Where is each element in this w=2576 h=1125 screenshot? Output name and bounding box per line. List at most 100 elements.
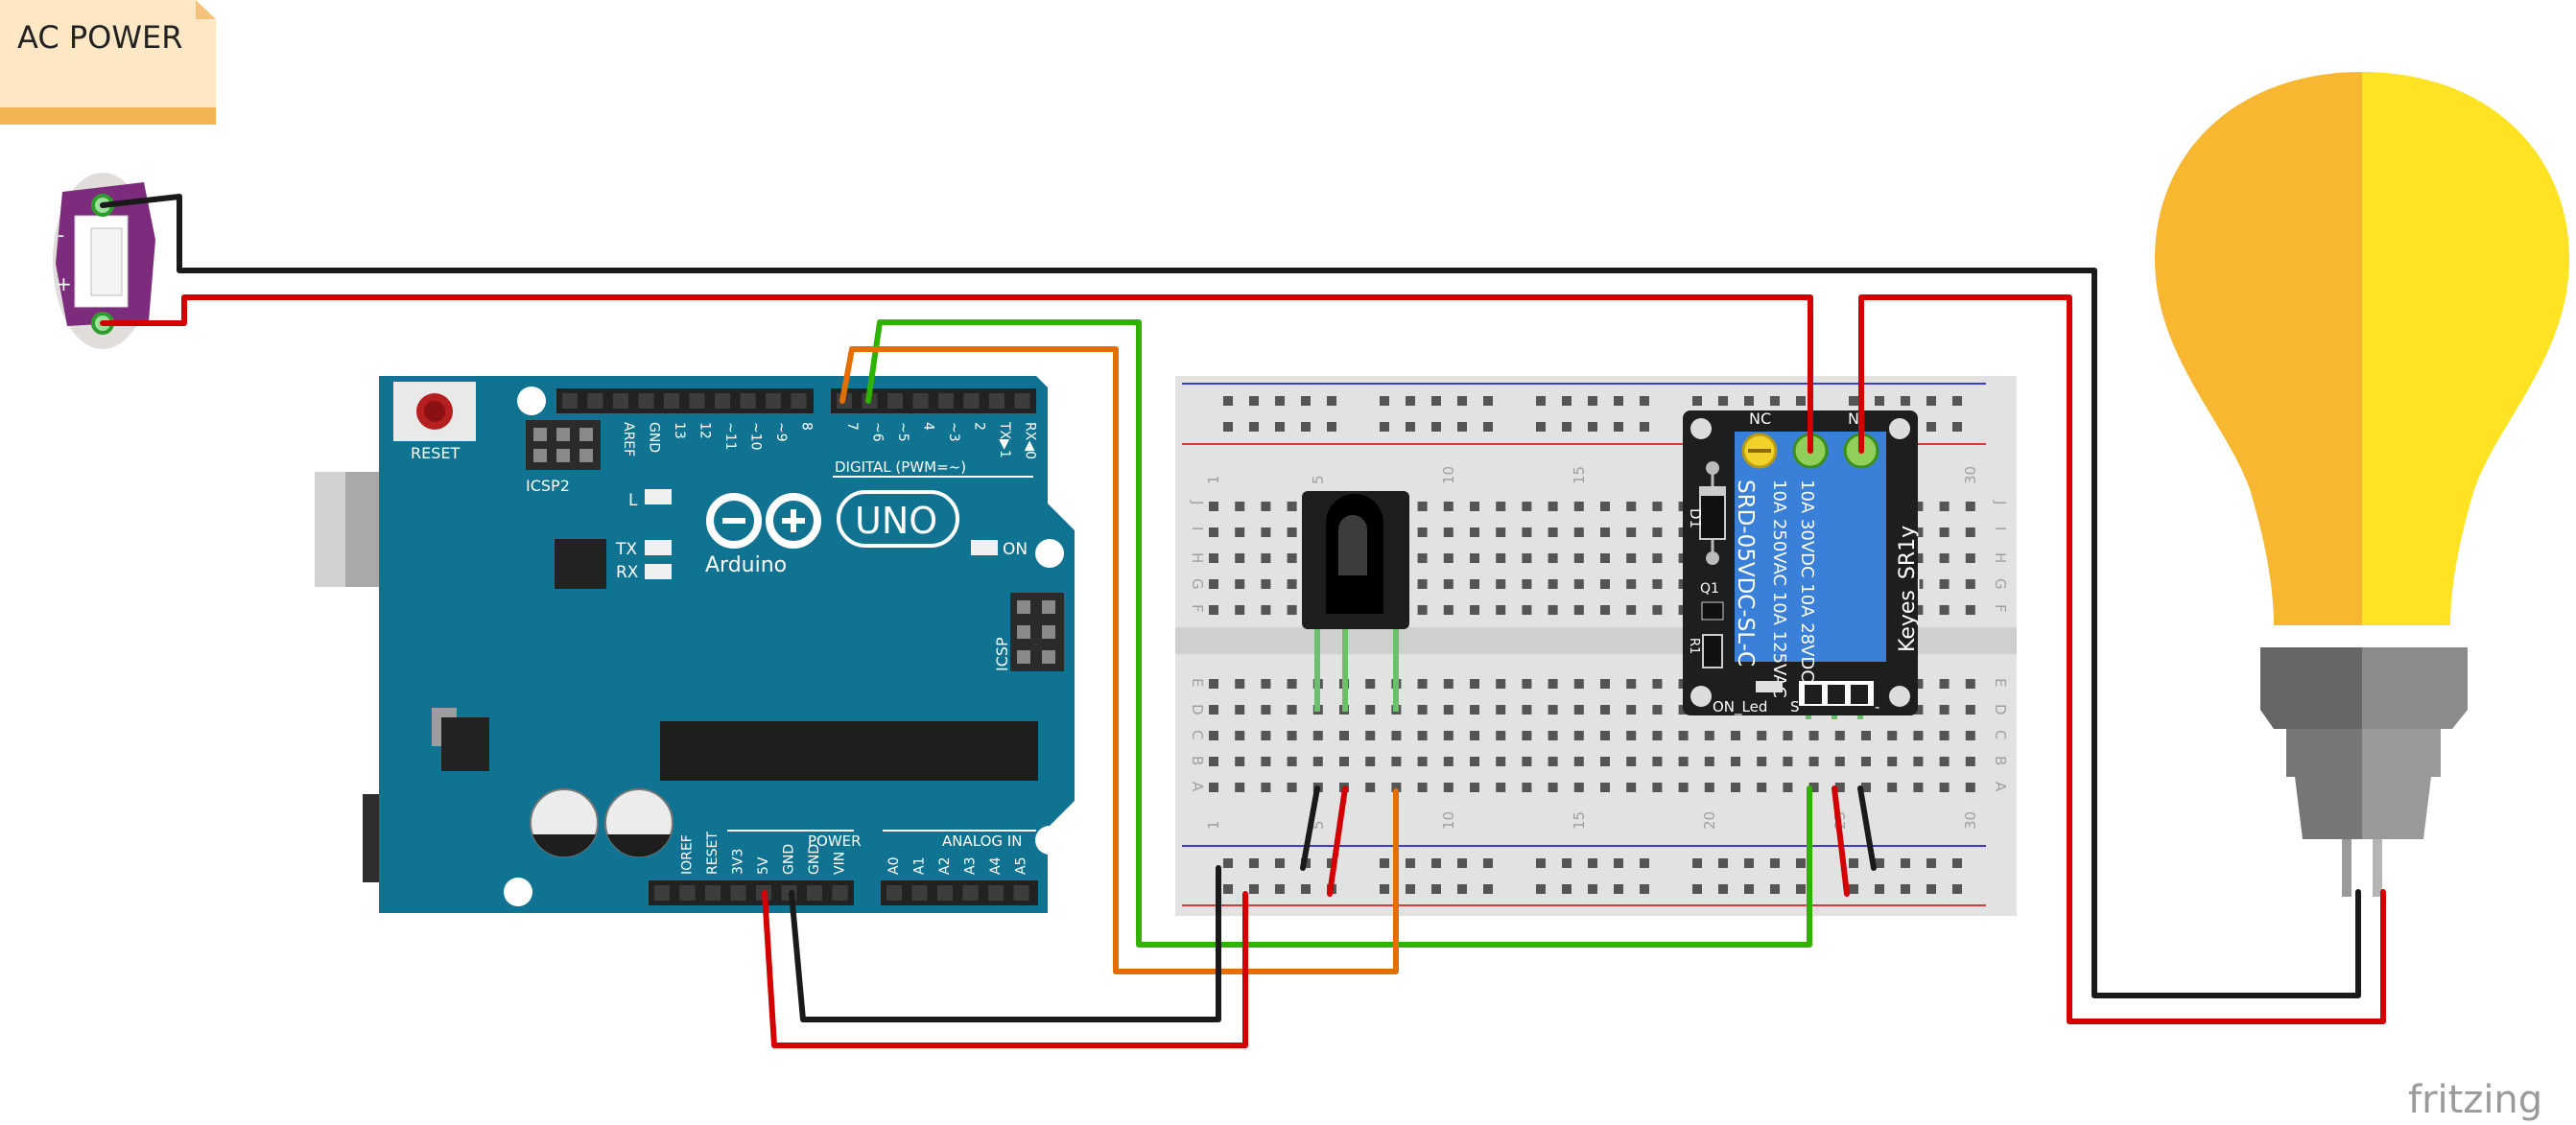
bb-row-letter: F: [1992, 604, 2009, 613]
power-pin-label: VIN: [833, 852, 848, 875]
relay-q1-label: Q1: [1700, 581, 1719, 597]
bb-row-letter: J: [1992, 500, 2009, 504]
analog-pin-label: A0: [886, 857, 902, 875]
wire-black-ir-gnd[interactable]: [1300, 785, 1320, 871]
wire-red-ir-vcc[interactable]: [1327, 785, 1348, 897]
ac-power-note[interactable]: AC POWER: [0, 0, 216, 125]
bb-row-letter: I: [1189, 527, 1206, 530]
relay-s-label: S: [1790, 698, 1800, 715]
bb-row-letter: I: [1992, 527, 2009, 530]
icsp-label: ICSP: [993, 637, 1011, 671]
bb-column-number: 1: [1205, 820, 1222, 830]
reset-label: RESET: [411, 444, 460, 462]
digital-pin-label: 13: [672, 422, 687, 439]
power-pin-label: 3V3: [731, 849, 746, 875]
relay-r1-label: R1: [1687, 638, 1701, 654]
digital-pin-label: 4: [921, 422, 936, 431]
bb-column-number: 5: [1310, 820, 1327, 830]
model-label: UNO: [855, 500, 937, 542]
power-pin-label: GND: [782, 844, 797, 875]
digital-pin-label: 12: [697, 422, 713, 439]
analog-pin-label: A4: [988, 856, 1004, 875]
bb-row-letter: J: [1189, 500, 1206, 504]
bb-row-letter: G: [1992, 578, 2009, 590]
led-tx-label: TX: [615, 540, 637, 559]
wire-red-relay-vcc[interactable]: [1832, 785, 1850, 897]
battery-plus-label: +: [56, 272, 72, 295]
relay-brand: Keyes_SR1y: [1896, 526, 1920, 652]
bb-row-letter: D: [1189, 704, 1206, 715]
bb-row-letter: F: [1189, 604, 1206, 613]
relay-model: SRD-05VDC-SL-C: [1733, 480, 1758, 667]
bb-row-letter: B: [1992, 756, 2009, 765]
reset-button[interactable]: [393, 382, 476, 441]
relay-on-led-label: ON_Led: [1713, 698, 1767, 716]
digital-pin-label: ~6: [870, 422, 886, 442]
wire-orange-ir[interactable]: [839, 346, 1399, 974]
bb-column-number: 30: [1962, 466, 1979, 484]
digital-pin-label: ~3: [946, 422, 961, 442]
bb-row-letter: B: [1189, 756, 1206, 765]
wire-red-5v[interactable]: [762, 890, 1248, 1048]
relay-module[interactable]: NC N 10A 250VAC 10A 125VAC 10A 30VDC 10A…: [1683, 410, 1920, 719]
bb-column-number: 15: [1571, 811, 1588, 830]
wire-red-no-bulb[interactable]: [1858, 294, 2386, 1024]
analog-pin-label: A5: [1014, 857, 1029, 875]
led-l-label: L: [628, 491, 638, 510]
bb-row-letter: A: [1992, 782, 2009, 792]
bb-column-number: 5: [1310, 475, 1327, 484]
brand-label: Arduino: [705, 553, 787, 577]
bb-column-number: 1: [1205, 475, 1222, 484]
relay-d1-label: D1: [1687, 508, 1704, 528]
bb-row-letter: C: [1189, 730, 1206, 739]
power-connector: - +: [53, 173, 155, 349]
arduino-logo-icon: [706, 493, 821, 549]
bb-row-letter: E: [1992, 678, 2009, 687]
relay-no-label: N: [1848, 410, 1859, 428]
power-pin-label: 5V: [756, 856, 771, 875]
bb-row-letter: D: [1992, 704, 2009, 715]
bb-column-number: 30: [1962, 811, 1979, 830]
relay-nc-label: NC: [1749, 410, 1771, 428]
icsp2-label: ICSP2: [526, 477, 570, 495]
wire-green-signal[interactable]: [865, 319, 1812, 948]
analog-label: ANALOG IN: [942, 832, 1022, 850]
bb-column-number: 15: [1571, 466, 1588, 484]
wire-black-gnd[interactable]: [789, 865, 1221, 1022]
led-rx-label: RX: [616, 563, 639, 582]
ir-receiver[interactable]: [1302, 491, 1409, 712]
wire-red-ac-nc[interactable]: [100, 294, 1813, 454]
power-label: POWER: [808, 832, 862, 850]
digital-pin-label: ~10: [748, 422, 764, 451]
bb-row-letter: H: [1992, 552, 2009, 563]
light-bulb[interactable]: [2155, 72, 2569, 897]
bb-row-letter: C: [1992, 730, 2009, 739]
bb-row-letter: G: [1189, 578, 1206, 590]
power-pin-label: GND: [807, 844, 822, 875]
fritzing-watermark: fritzing: [2408, 1078, 2542, 1122]
digital-pin-label: AREF: [621, 422, 636, 457]
digital-pin-label: RX◀0: [1023, 422, 1038, 459]
digital-pin-label: ~9: [773, 422, 789, 442]
relay-minus-label: -: [1875, 698, 1879, 715]
digital-pin-label: TX▶1: [997, 421, 1012, 458]
wire-black-ac[interactable]: [100, 194, 2361, 998]
relay-rating-1: 10A 250VAC 10A 125VAC: [1769, 480, 1789, 698]
analog-pin-label: A3: [963, 857, 979, 875]
bb-row-letter: H: [1189, 552, 1206, 563]
digital-pin-label: GND: [647, 422, 662, 453]
digital-pin-label: 8: [799, 422, 815, 431]
bb-row-letter: E: [1189, 678, 1206, 687]
battery-minus-label: -: [58, 223, 64, 246]
capacitor-1: [530, 788, 599, 857]
power-pin-label: IOREF: [680, 834, 696, 875]
power-pin-label: RESET: [705, 832, 721, 875]
bb-column-number: 10: [1440, 466, 1457, 484]
wire-black-relay-gnd[interactable]: [1857, 785, 1877, 871]
digital-label: DIGITAL (PWM=~): [835, 458, 966, 476]
digital-pin-label: 2: [972, 422, 987, 431]
